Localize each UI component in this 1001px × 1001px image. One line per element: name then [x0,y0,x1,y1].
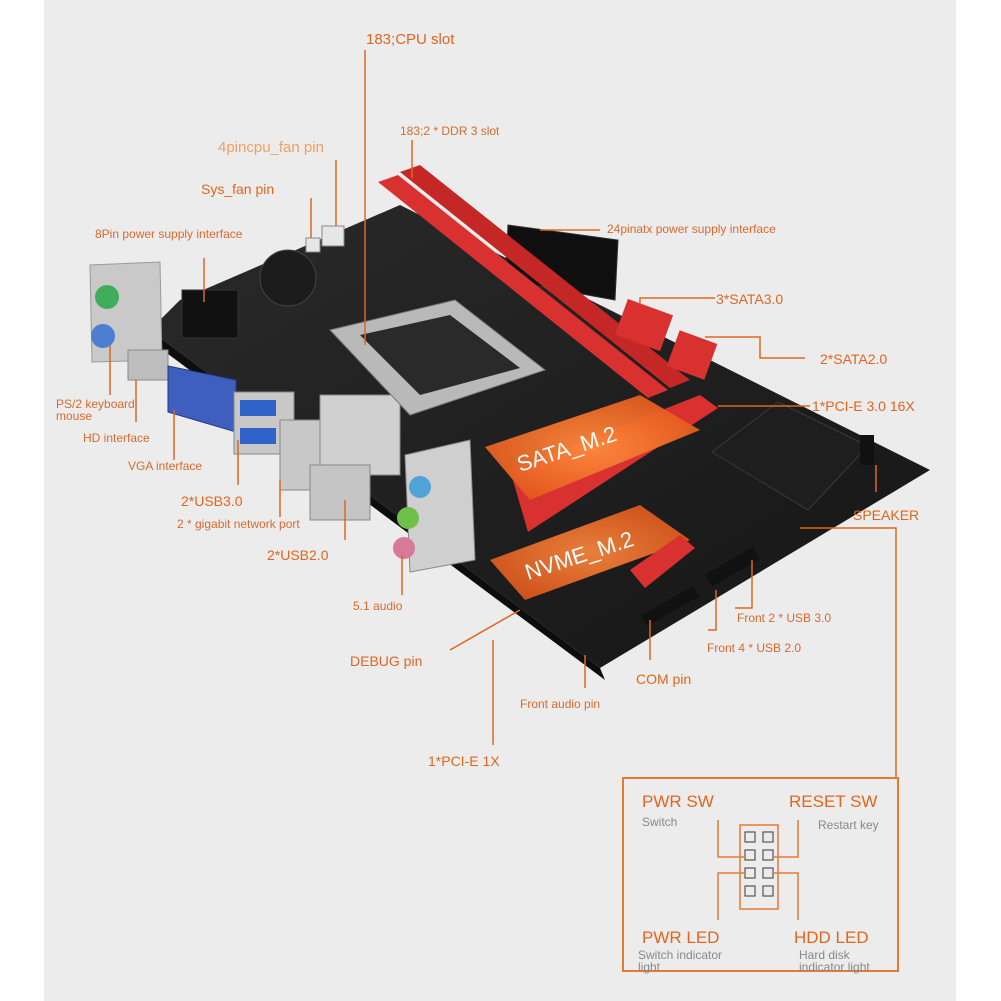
pwr-sw-label: PWR SW [642,792,714,811]
label-ps2-line1: PS/2 keyboard [56,397,135,411]
lan-port-2 [319,394,401,476]
cpu-fan-pin [321,225,345,247]
sata2-ports [666,330,718,380]
label-sata2: 2*SATA2.0 [820,351,888,367]
hdmi-port [127,349,169,381]
8pin-power-connector [181,289,239,339]
pwr-sw-sub: Switch [642,815,678,829]
reset-sw-label: RESET SW [789,792,878,811]
front-usb3-header [705,546,760,587]
hdd-led-label: HDD LED [794,928,869,947]
sata-m2-slot [485,395,700,500]
label-front-usb2: Front 4 * USB 2.0 [707,641,802,655]
label-debug: DEBUG pin [350,653,423,669]
label-24pin-atx: 24pinatx power supply interface [607,222,776,236]
pcie-1x-slot [630,535,695,588]
label-speaker: SPEAKER [853,507,920,523]
front-usb2-header [641,585,699,627]
audio-jack-panel [404,439,476,573]
pwr-led-sub2: light [638,960,661,974]
label-8pin-power: 8Pin power supply interface [95,227,243,241]
label-audio51: 5.1 audio [353,599,403,613]
ddr3-slot-1 [378,175,668,398]
front-panel-pin-diagram [717,820,799,920]
cpu-socket-center [360,315,520,395]
label-ps2-line2: mouse [56,409,93,423]
label-usb20: 2*USB2.0 [267,547,329,563]
ps2-mouse-port [91,324,115,348]
cmos-battery [259,249,317,307]
front-panel-pin-box: PWR SW Switch RESET SW Restart key PWR L… [622,777,899,974]
ps2-keyboard-port [95,285,119,309]
label-cpu-slot: 183;CPU slot [366,31,455,48]
label-sata3: 3*SATA3.0 [716,291,784,307]
label-pcie16: 1*PCI-E 3.0 16X [812,398,915,414]
audio-jack-green [397,507,419,529]
hdd-led-sub1: Hard disk [799,948,850,962]
usb2-port-stack [309,464,371,521]
audio-jack-blue [409,476,431,498]
speaker-header [860,435,874,465]
sys-fan-pin [305,237,321,253]
label-vga: VGA interface [128,459,203,473]
label-hd: HD interface [83,431,150,445]
label-front-audio: Front audio pin [520,697,601,711]
label-usb30: 2*USB3.0 [181,493,243,509]
label-ddr-slot: 183;2 * DDR 3 slot [400,124,500,138]
nvme-m2-slot [490,505,690,600]
label-front-usb3: Front 2 * USB 3.0 [737,611,832,625]
reset-sw-sub: Restart key [818,818,879,832]
leader-lines [109,50,897,777]
label-com: COM pin [636,671,692,687]
hdd-led-sub2: indicator light [799,960,870,974]
label-lan: 2 * gigabit network port [177,517,300,531]
pwr-led-label: PWR LED [642,928,720,947]
pwr-led-sub1: Switch indicator [638,948,723,962]
label-cpu-fan: 4pincpu_fan pin [218,139,324,156]
sata3-ports [614,298,674,352]
audio-jack-pink [393,537,415,559]
label-pcie1: 1*PCI-E 1X [428,753,500,769]
label-sys-fan: Sys_fan pin [201,181,275,197]
